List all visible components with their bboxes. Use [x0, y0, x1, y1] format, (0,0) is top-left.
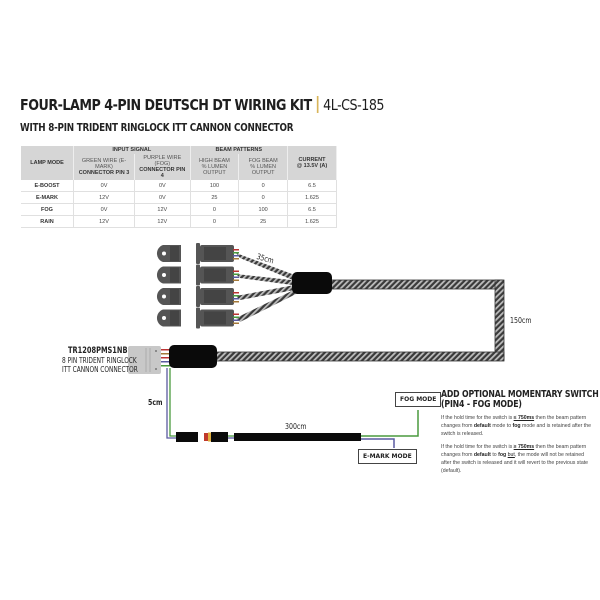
group-input-signal: INPUT SIGNAL [73, 146, 191, 154]
main-harness-loop [212, 279, 505, 362]
col-fog-beam: FOG BEAM% LUMEN OUTPUT [238, 154, 288, 180]
lamp-connectors [156, 243, 239, 329]
fog-mode-box: FOG MODE [395, 392, 442, 407]
momentary-switch-note: ADD OPTIONAL MOMENTARY SWITCH(PIN4 - FOG… [441, 389, 599, 475]
lamp-mode-table: LAMP MODE INPUT SIGNAL BEAM PATTERNS CUR… [21, 146, 337, 228]
pigtail-length: 5cm [148, 398, 163, 407]
col-current: CURRENT@ 13.5V (A) [287, 146, 337, 180]
page-title: FOUR-LAMP 4-PIN DEUTSCH DT WIRING KIT 4L-… [20, 96, 385, 114]
page-subtitle: WITH 8-PIN TRIDENT RINGLOCK ITT CANNON C… [20, 121, 294, 134]
switch-lead-length: 300cm [285, 422, 307, 431]
note-title: ADD OPTIONAL MOMENTARY SWITCH(PIN4 - FOG… [441, 389, 599, 410]
col-green-wire: GREEN WIRE (E-MARK)CONNECTOR PIN 3 [73, 154, 136, 180]
switch-lead-cable [234, 433, 361, 441]
switch-lead-socket-tip [204, 433, 209, 441]
note-paragraph-short-press: If the hold time for the switch is ≤ 750… [441, 415, 591, 437]
main-loop-length: 150cm [510, 316, 532, 325]
col-high-beam: HIGH BEAM% LUMEN OUTPUT [190, 154, 240, 180]
switch-lead-socket [211, 432, 228, 442]
group-beam-patterns: BEAM PATTERNS [190, 146, 289, 154]
product-code: 4L-CS-185 [323, 96, 385, 114]
pigtail-plug [176, 432, 198, 442]
lamp-lead-length: 35cm [255, 252, 275, 266]
emark-mode-box: E-MARK MODE [358, 449, 417, 464]
connector-part-number: TR1208PMS1NB [68, 346, 128, 356]
title-separator [316, 96, 319, 113]
note-paragraph-long-press: If the hold time for the switch is ≥ 750… [441, 444, 589, 474]
title-text: FOUR-LAMP 4-PIN DEUTSCH DT WIRING KIT [20, 96, 312, 114]
connector-desc-line1: 8 PIN TRIDENT RINGLOCK [62, 356, 137, 365]
col-lamp-mode: LAMP MODE [21, 146, 74, 180]
connector-desc-line2: ITT CANNON CONNECTOR [62, 365, 138, 374]
col-purple-wire: PURPLE WIRE (FOG)CONNECTOR PIN 4 [134, 154, 191, 180]
splitter-heatshrink [292, 272, 332, 294]
cannon-connector [128, 345, 217, 374]
